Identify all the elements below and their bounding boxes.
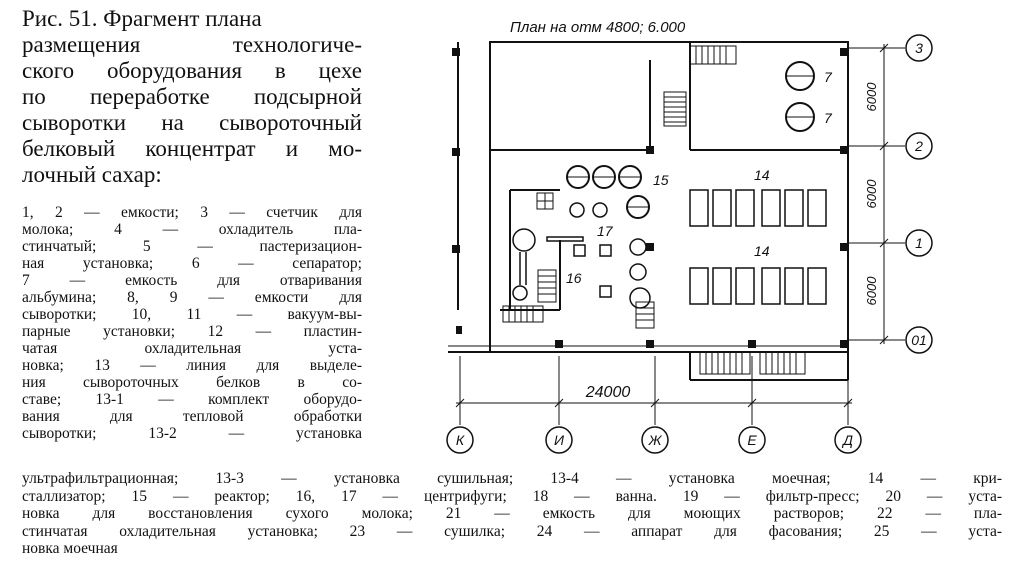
column [646, 243, 654, 251]
axis-label-3: 3 [915, 40, 923, 56]
column [840, 340, 848, 348]
legend-line: парные установки; 12 — пластин- [22, 323, 362, 340]
centrifuge-16 [512, 228, 536, 252]
stair-block [699, 351, 751, 375]
axis-bubble [905, 229, 933, 257]
column [555, 340, 563, 348]
dimension-24000: 24000 [585, 384, 631, 401]
axis-bubble [905, 326, 933, 354]
caption-line: Рис. 51. Фрагмент плана [22, 6, 262, 31]
equipment-box [599, 244, 612, 257]
axis-bubble [446, 426, 474, 454]
axis-label-zh: Ж [648, 432, 663, 448]
legend-line: стинчатый; 5 — пастеризацион- [22, 238, 362, 255]
axis-label-d: Д [841, 432, 853, 448]
axis-bubble [738, 426, 766, 454]
crystallizer-row [689, 267, 827, 305]
axis-bubble [641, 426, 669, 454]
column [646, 340, 654, 348]
label-15: 15 [653, 172, 669, 188]
legend-line: сыворотки; 13-2 — установка [22, 425, 362, 442]
equipment-box [546, 236, 584, 242]
legend-line: сыворотки; 10, 11 — вакуум-вы- [22, 306, 362, 323]
caption-line: размещения технологиче- [22, 32, 362, 57]
axis-bubble [545, 426, 573, 454]
legend-left: 1, 2 — емкости; 3 — счетчик для молока; … [22, 204, 362, 442]
label-7: 7 [824, 110, 833, 126]
column [452, 148, 460, 156]
legend-line: новка для восстановления сухого молока; … [22, 505, 1002, 522]
centrifuge [569, 202, 585, 218]
legend-line: ставе; 13-1 — комплект оборудо- [22, 391, 362, 408]
axis-bubble [834, 426, 862, 454]
centrifuge [629, 287, 651, 309]
legend-line: стинчатая охладительная установка; 23 — … [22, 522, 1002, 540]
axis-bubble [905, 132, 933, 160]
axis-label-i: И [554, 432, 565, 448]
caption-line: лочный сахар: [22, 162, 162, 187]
stair-block [759, 351, 806, 375]
stair-block [689, 45, 737, 65]
stair-block [502, 305, 544, 323]
dimension-6000: 6000 [864, 276, 879, 306]
label-16: 16 [566, 270, 582, 286]
caption-line: сыворотки на сывороточный [22, 110, 362, 135]
centrifuge-16 [512, 285, 528, 301]
axis-label-2: 2 [914, 138, 923, 154]
column [452, 245, 460, 253]
legend-line: ультрафильтрационная; 13-3 — установка с… [22, 470, 1002, 487]
column [646, 146, 654, 154]
legend-line: вания для тепловой обработки [22, 408, 362, 425]
axis-label-k: К [456, 432, 465, 448]
column [452, 48, 460, 56]
caption-line: по переработке подсырной [22, 84, 362, 109]
legend-line: ная установка; 6 — сепаратор; [22, 255, 362, 272]
legend-line: 7 — емкость для отваривания [22, 272, 362, 289]
stair-block [537, 269, 557, 303]
caption-line: белковый концентрат и мо- [22, 136, 362, 161]
legend-line: альбумина; 8, 9 — емкости для [22, 289, 362, 306]
stair-block [663, 91, 687, 127]
legend-line: молока; 4 — охладитель пла- [22, 221, 362, 238]
dimension-6000: 6000 [864, 179, 879, 209]
column [456, 326, 462, 334]
column [840, 243, 848, 251]
legend-line: новка; 13 — линия для выделе- [22, 357, 362, 374]
legend-line: 1, 2 — емкости; 3 — счетчик для [22, 204, 362, 221]
axis-label-e: Е [747, 432, 757, 448]
axis-label-01: 01 [911, 332, 927, 348]
figure-caption: Рис. 51. Фрагмент плана размещения техно… [22, 6, 362, 188]
centrifuge [629, 238, 647, 256]
crystallizer-row [689, 189, 827, 227]
legend-line: новка моечная [22, 540, 118, 557]
axis-label-1: 1 [915, 235, 923, 251]
legend-line: сталлизатор; 15 — реактор; 16, 17 — цент… [22, 487, 1002, 505]
label-14: 14 [754, 243, 770, 259]
label-17: 17 [597, 223, 614, 239]
label-14: 14 [754, 167, 770, 183]
column [840, 48, 848, 56]
legend-full: ультрафильтрационная; 13-3 — установка с… [22, 470, 1002, 558]
equipment-box [573, 244, 586, 257]
axis-bubble [905, 34, 933, 62]
centrifuge [629, 263, 647, 281]
column [840, 146, 848, 154]
caption-line: ского оборудования в цехе [22, 58, 362, 83]
column [748, 340, 756, 348]
centrifuge [592, 202, 608, 218]
dimension-6000: 6000 [864, 82, 879, 112]
plan-title: План на отм 4800; 6.000 [510, 19, 686, 36]
legend-line: чатая охладительная уста- [22, 340, 362, 357]
stair-block [635, 301, 655, 329]
equipment-box [599, 285, 612, 298]
label-7: 7 [824, 69, 833, 85]
legend-line: ния сывороточных белков в со- [22, 374, 362, 391]
